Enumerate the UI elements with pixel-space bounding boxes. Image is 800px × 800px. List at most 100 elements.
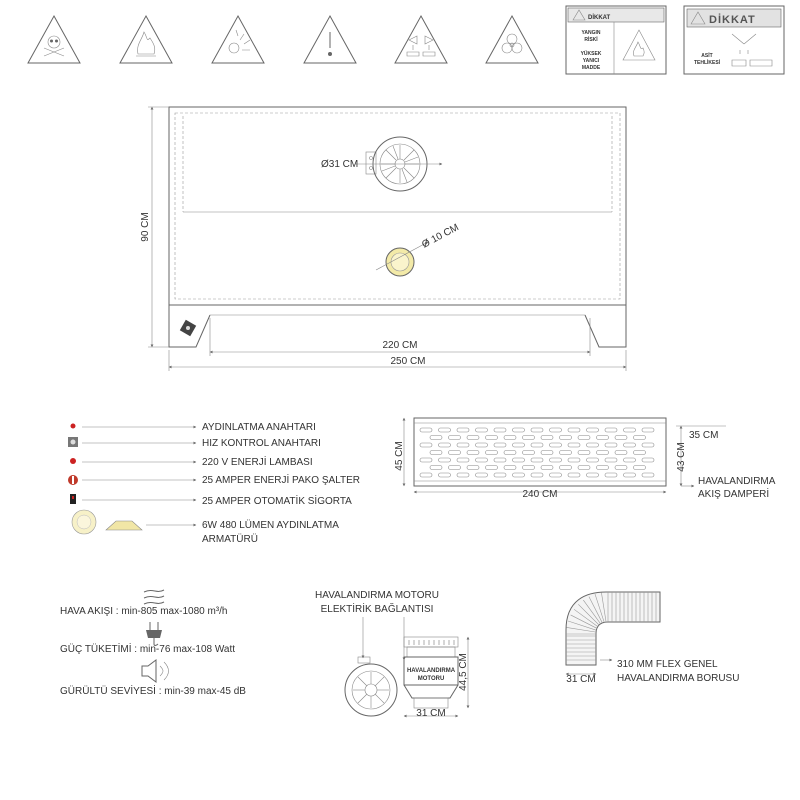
hood-fan-icon: [355, 136, 443, 192]
fire-sign-line-4: YANICI: [583, 58, 600, 64]
acid-sign-line-1: ASİT: [701, 52, 712, 59]
damper-slot: [522, 435, 535, 440]
damper-slot: [475, 442, 488, 448]
damper-slot: [475, 457, 488, 463]
flex-pipe-rib: [601, 592, 607, 623]
damper-slot: [633, 465, 646, 470]
power-lamp-icon: [70, 458, 76, 464]
circuit-breaker-icon: [70, 494, 76, 504]
damper-slot: [522, 450, 535, 455]
motor-body-line-1: HAVALANDIRMA: [407, 668, 456, 674]
damper-slot: [448, 435, 461, 440]
spec-noise: GÜRÜLTÜ SEVİYESİ : min-39 max-45 dB: [60, 684, 246, 697]
fire-sign-line-1: YANGIN: [582, 30, 601, 36]
damper-slot: [419, 472, 433, 478]
legend-label-3: 220 V ENERJİ LAMBASI: [202, 455, 313, 468]
damper-slot: [567, 427, 581, 433]
damper-slot: [559, 435, 572, 440]
fire-risk-sign: DİKKAT YANGIN RİSKİ YÜKSEK YANICI MADDE: [565, 5, 667, 75]
fire-sign-line-2: RİSKİ: [584, 36, 598, 43]
airflow-icon: [143, 589, 165, 605]
biohazard-icon: [485, 14, 539, 64]
damper-slot: [641, 427, 655, 433]
damper-slot: [503, 435, 517, 440]
damper-slot: [586, 457, 599, 463]
damper-slot: [429, 465, 443, 470]
damper-slot: [559, 465, 572, 470]
damper-slot: [419, 442, 433, 448]
damper-slot: [641, 442, 655, 448]
damper-slot: [549, 472, 562, 478]
damper-slot: [540, 450, 554, 455]
speed-control-switch-icon: [68, 437, 78, 447]
damper-slot: [641, 457, 655, 463]
damper-slot: [456, 472, 470, 478]
motor-front-fan-icon: [344, 656, 398, 717]
damper-slot: [549, 427, 562, 433]
acid-hazard-sign: DİKKAT ASİT TEHLİKESİ: [683, 5, 785, 75]
legend-label-6-line-1: 6W 480 LÜMEN AYDINLATMA: [202, 519, 339, 531]
damper-slot: [577, 465, 591, 470]
damper-slot: [540, 435, 554, 440]
light-diameter-label: Ø 10 CM: [420, 222, 460, 250]
damper-slot: [485, 465, 498, 470]
fire-sign-line-5: MADDE: [582, 65, 601, 71]
flex-pipe-rib: [578, 604, 600, 626]
damper-slot: [493, 427, 507, 433]
control-box-icon: [179, 319, 197, 337]
damper-slot: [429, 450, 443, 455]
damper-slot: [596, 450, 609, 455]
damper-label-line-1: HAVALANDIRMA: [698, 476, 776, 487]
damper-slot: [614, 435, 628, 440]
fire-sign-flame-icon: [622, 29, 656, 61]
flex-pipe-label-line-1: 310 MM FLEX GENEL: [617, 659, 718, 670]
damper-slot: [419, 427, 433, 433]
damper-slot: [448, 450, 461, 455]
flex-pipe-rib: [573, 609, 599, 628]
damper-slots: [419, 427, 655, 478]
damper-slot: [438, 457, 451, 463]
spec-airflow: HAVA AKIŞI : min-805 max-1080 m³/h: [60, 606, 227, 617]
damper-view: [413, 417, 667, 487]
damper-slot: [596, 465, 609, 470]
damper-slot: [438, 442, 451, 448]
damper-slot: [419, 457, 433, 463]
explosive-icon: [211, 14, 265, 64]
damper-slot: [429, 435, 443, 440]
motor-title-line-2: ELEKTİRİK BAĞLANTISI: [321, 602, 434, 615]
legend: AYDINLATMA ANAHTARI HIZ KONTROL ANAHTARI…: [68, 422, 360, 545]
hood-height-label: 90 CM: [140, 212, 151, 241]
damper-slot: [530, 442, 544, 448]
flex-pipe-rib: [594, 593, 605, 623]
power-plug-icon: [146, 622, 162, 646]
damper-slot: [466, 450, 480, 455]
spec-power: GÜÇ TÜKETİMİ : min-76 max-108 Watt: [60, 642, 235, 655]
damper-slot: [512, 457, 525, 463]
led-fixture-icon: [71, 509, 143, 535]
damper-slot: [530, 457, 544, 463]
hood-inner-width-label: 220 CM: [382, 340, 417, 351]
hood-front-view: [168, 106, 627, 348]
damper-slot: [604, 442, 618, 448]
flex-pipe-icon: [565, 591, 661, 666]
damper-slot: [493, 442, 507, 448]
acid-sign-line-2: TEHLİKESİ: [694, 59, 721, 66]
damper-width-label: 240 CM: [522, 489, 557, 500]
damper-slot: [623, 472, 636, 478]
damper-slot: [633, 450, 646, 455]
damper-slot: [493, 457, 507, 463]
damper-slot: [586, 472, 599, 478]
speaker-icon: [141, 659, 169, 683]
flex-pipe-diameter-label: 31 CM: [566, 674, 595, 685]
damper-slot: [522, 465, 535, 470]
legend-label-4: 25 AMPER ENERJİ PAKO ŞALTER: [202, 473, 360, 486]
flex-pipe-rib: [588, 596, 603, 624]
damper-slot: [485, 435, 498, 440]
damper-slot: [549, 442, 562, 448]
damper-slot: [633, 435, 646, 440]
damper-slot: [614, 450, 628, 455]
damper-slot: [512, 427, 525, 433]
fire-sign-line-3: YÜKSEK: [581, 50, 602, 57]
corrosive-icon: [394, 14, 448, 64]
lighting-switch-icon: [70, 423, 76, 429]
